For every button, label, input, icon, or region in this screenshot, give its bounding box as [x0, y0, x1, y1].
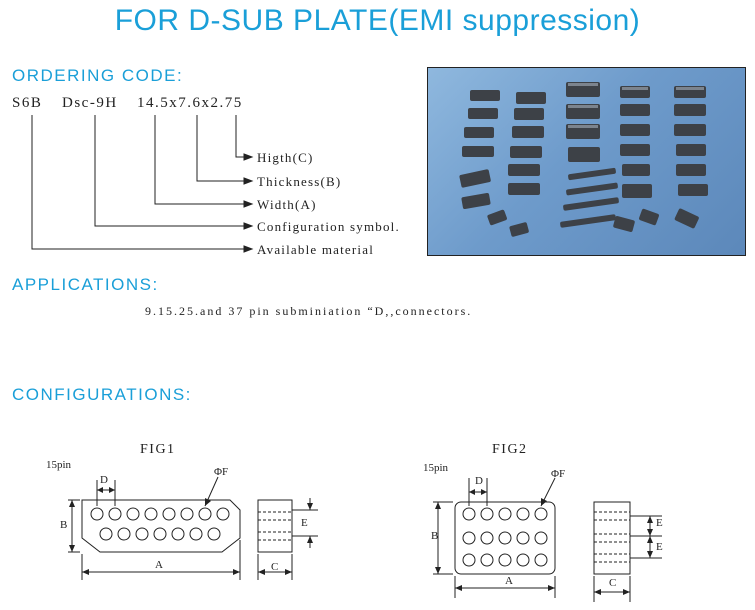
fig2-b-label: B	[431, 530, 439, 542]
label-height: Higth(C)	[257, 150, 314, 165]
label-width: Width(A)	[257, 197, 317, 212]
fig1-d-label: D	[100, 474, 108, 486]
ferrite-parts-illustration	[459, 82, 708, 237]
label-thickness: Thickness(B)	[257, 174, 342, 189]
applications-heading: APPLICATIONS:	[12, 275, 159, 294]
fig2-phif-label: ΦF	[551, 468, 566, 480]
fig1-drawing	[68, 476, 318, 580]
fig1-plate-outline	[81, 499, 241, 553]
fig1-b-label: B	[60, 519, 68, 531]
applications-text: 9.15.25.and 37 pin subminiation “D,,conn…	[145, 304, 473, 318]
ordering-code-heading: ORDERING CODE:	[12, 66, 184, 85]
fig2-pin-count: 15pin	[423, 462, 449, 474]
fig1-c-label: C	[271, 561, 279, 573]
code-configuration: Dsc-9H	[62, 95, 118, 111]
fig1-a-label: A	[155, 559, 163, 571]
fig2-d-label: D	[475, 475, 483, 487]
ordering-leader-lines	[31, 115, 254, 253]
fig1-title: FIG1	[140, 442, 176, 457]
fig2-a-label: A	[505, 575, 513, 587]
fig1-phif-label: ΦF	[214, 466, 229, 478]
label-configuration-symbol: Configuration symbol.	[257, 219, 400, 234]
page-title: FOR D-SUB PLATE(EMI suppression)	[114, 4, 641, 37]
fig2-c-label: C	[609, 577, 617, 589]
fig2-title: FIG2	[492, 442, 528, 457]
product-photo	[427, 67, 746, 256]
fig1-e-label: E	[301, 517, 308, 529]
fig2-e1-label: E	[656, 517, 663, 529]
fig2-plate-outline	[454, 501, 556, 575]
fig1-pin-count: 15pin	[46, 459, 72, 471]
code-dimensions: 14.5x7.6x2.75	[137, 95, 243, 111]
label-available-material: Available material	[257, 242, 375, 257]
fig2-e2-label: E	[656, 541, 663, 553]
configurations-heading: CONFIGURATIONS:	[12, 385, 192, 404]
fig2-drawing	[433, 477, 662, 602]
code-material: S6B	[12, 95, 43, 111]
